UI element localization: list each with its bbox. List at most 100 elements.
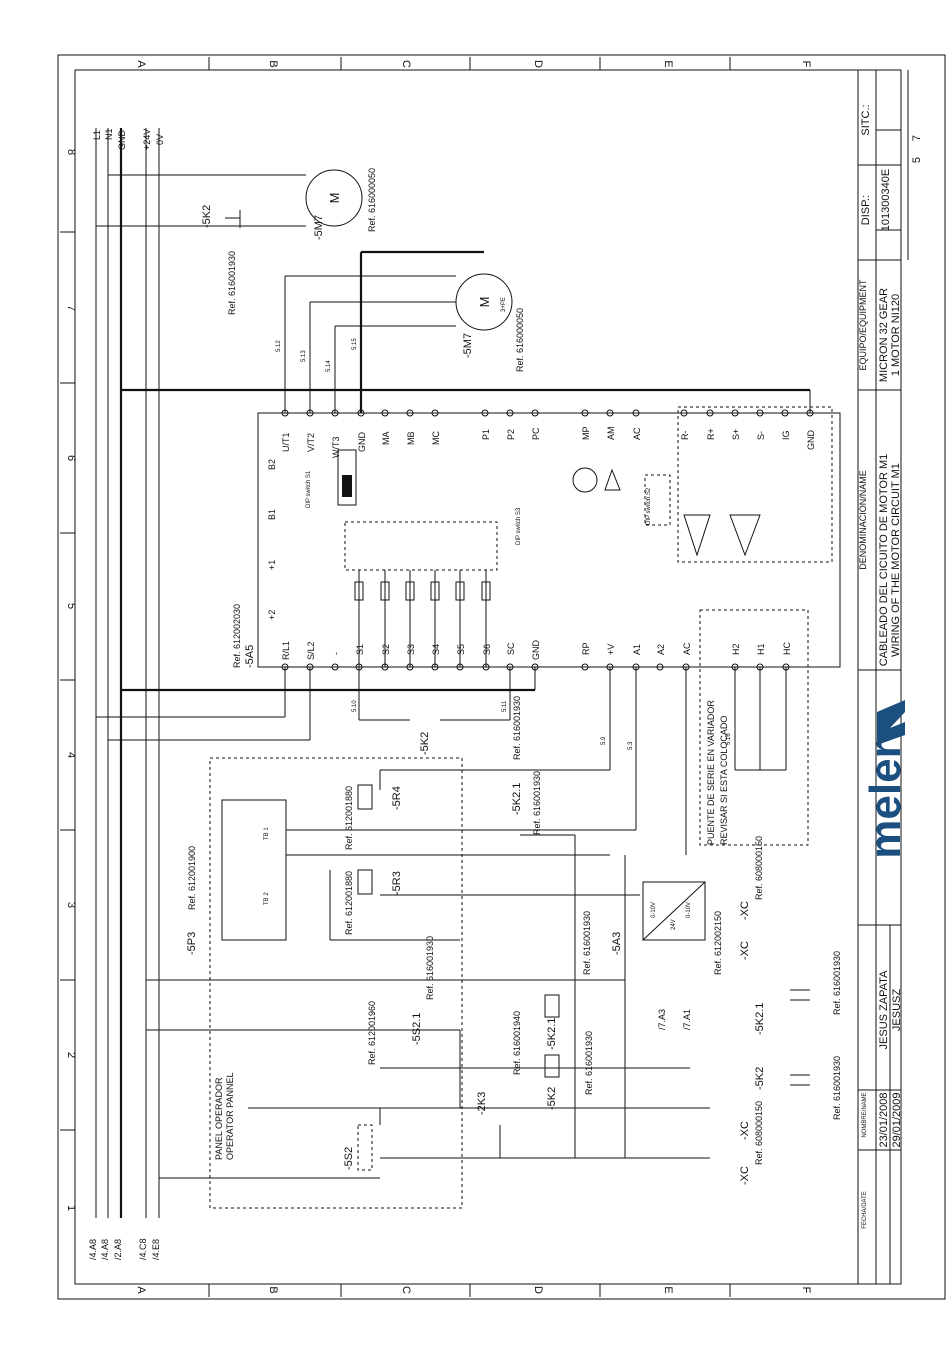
sheet-number: 5: [911, 157, 923, 163]
cont-ref-1: Ref. 616001930: [832, 951, 842, 1015]
svg-text:H2: H2: [731, 643, 741, 655]
svg-text:B1: B1: [267, 509, 277, 520]
svg-text:5.11: 5.11: [502, 700, 508, 712]
k21-c-label: -5K2.1: [754, 1003, 766, 1035]
svg-text:IG: IG: [781, 430, 791, 440]
p3-ref: Ref. 612001900: [187, 846, 197, 910]
panel-label-es: PANEL OPERADOR: [214, 1077, 224, 1160]
operator-panel: TB 1 TB 2 -5P3 Ref. 612001900 PANEL OPER…: [159, 757, 640, 1209]
row-8: 8: [65, 149, 77, 155]
col-d-bottom: D: [532, 1286, 544, 1294]
svg-text:RP: RP: [581, 642, 591, 655]
svg-text:GND: GND: [531, 640, 541, 661]
svg-text:S+: S+: [731, 429, 741, 440]
k2-a-label: -5K2: [201, 205, 213, 228]
k2-c-ref: Ref. 616001930: [584, 1031, 594, 1095]
col-a-bottom: A: [135, 1286, 147, 1294]
k21-b-label: -5K2.1: [546, 1018, 558, 1050]
reference-number: 101300340E: [880, 169, 892, 231]
bus-ref-1: /4.A8: [88, 1239, 98, 1260]
inner-frame: [74, 69, 902, 1285]
bus-label-gnd: GND: [117, 130, 127, 151]
dip-switch-s1: DIP switch S1: [306, 470, 312, 508]
equipment-header: EQUIPO/EQUIPMENT: [858, 279, 868, 371]
motor-5m7-label: -5M7: [313, 215, 325, 240]
svg-text:R/L1: R/L1: [281, 641, 291, 660]
col-f-bottom: F: [800, 1287, 812, 1294]
xc-bot-1: -XC: [739, 1166, 751, 1185]
svg-text:0-10V: 0-10V: [686, 902, 692, 918]
row-2: 2: [65, 1052, 77, 1058]
svg-text:H1: H1: [756, 643, 766, 655]
svg-text:5.9: 5.9: [601, 736, 607, 745]
svg-text:MB: MB: [406, 432, 416, 446]
cont-ref-2: Ref. 616001930: [832, 1056, 842, 1120]
svg-text:AC: AC: [682, 642, 692, 655]
svg-text:TB 2: TB 2: [264, 892, 270, 905]
svg-text:AM: AM: [606, 427, 616, 441]
s21-ref2: Ref. 616001930: [425, 936, 435, 1000]
cross-ref-a3: /7.A3: [657, 1009, 667, 1030]
col-a-top: A: [135, 60, 147, 68]
svg-text:U/T1: U/T1: [281, 432, 291, 452]
supply-wiring: -5K2 Ref. 616001930 5.10 5.11 5.9 5.3 5.…: [96, 667, 787, 855]
inverter-bottom-terminals: R/L1 S/L2 - S1 S2 S3 S4 S5 S6 SC GND RP …: [281, 640, 792, 671]
a3-converter: [642, 881, 706, 941]
svg-text:A2: A2: [656, 644, 666, 655]
svg-text:5.15: 5.15: [352, 338, 358, 350]
sheets-total: 7: [911, 135, 923, 141]
svg-text:5.12: 5.12: [276, 340, 282, 352]
drawn-name: JESUS ZAPATA: [878, 970, 890, 1050]
svg-text:meler: meler: [861, 741, 910, 858]
svg-text:+1: +1: [267, 560, 277, 570]
r4-ref: Ref. 612001880: [344, 786, 354, 850]
denomination-en: WIRING OF THE MOTOR CIRCUIT M1: [890, 463, 902, 657]
col-d-top: D: [532, 60, 544, 68]
svg-text:M: M: [327, 193, 342, 204]
svg-text:W/T3: W/T3: [331, 437, 341, 459]
k21-b-ref: Ref. 616001940: [512, 1011, 522, 1075]
r3-label: -5R3: [391, 871, 403, 895]
equipment-line2: 1 MOTOR NI120: [890, 294, 902, 376]
svg-text:MP: MP: [581, 427, 591, 441]
row-5: 5: [65, 603, 77, 609]
svg-text:24V: 24V: [671, 919, 677, 930]
motor-5m7-ref: Ref. 616000050: [367, 168, 377, 232]
dip-switch-s3: DIP switch S3: [516, 507, 522, 545]
k2-c-label: -5K2: [546, 1087, 558, 1110]
a3-ref2: Ref. 612002150: [713, 911, 723, 975]
svg-text:S1: S1: [355, 644, 365, 655]
svg-text:S5: S5: [456, 644, 466, 655]
k2-b-label: -5K2: [419, 732, 431, 755]
bus-ref-3: /2.A8: [113, 1239, 123, 1260]
fan-motor: M -5M7 Ref. 616000050 -5K2 Ref. 61600193…: [96, 168, 377, 315]
bus-label-l1: L1: [92, 130, 102, 140]
title-block: DENOMINACIÓN/NAME CABLEADO DEL CICUITO D…: [857, 70, 923, 1284]
inverter-5a5: -5A5 Ref. 612002030 B2 U/T1 V/T2 W/T3 GN…: [232, 406, 841, 846]
inverter-ref: Ref. 612002030: [232, 604, 242, 668]
bus-ref-2: /4.A8: [100, 1239, 110, 1260]
bus-ref-4: /4.C8: [138, 1238, 148, 1260]
svg-text:B2: B2: [267, 459, 277, 470]
svg-text:SC: SC: [506, 642, 516, 655]
column-markers: A B C D E F A B C D E F: [75, 57, 901, 1297]
svg-text:5.16: 5.16: [726, 733, 732, 745]
motor-main-ref: Ref. 616000050: [515, 308, 525, 372]
svg-text:S3: S3: [406, 644, 416, 655]
panel-label-en: OPERATOR PANNEL: [225, 1072, 235, 1160]
denomination-header: DENOMINACIÓN/NAME: [858, 470, 868, 570]
svg-text:R+: R+: [706, 428, 716, 440]
svg-text:-: -: [331, 652, 341, 655]
inverter-label: -5A5: [244, 645, 256, 668]
svg-text:MA: MA: [381, 432, 391, 446]
r3-ref: Ref. 612001880: [344, 871, 354, 935]
s21-label: -5S2.1: [411, 1013, 423, 1045]
col-e-top: E: [662, 60, 674, 67]
s21-ref: Ref. 612001960: [367, 1001, 377, 1065]
row-markers: 8 7 6 5 4 3 2 1: [60, 149, 77, 1211]
name-header: NOMBRE/NAME: [862, 1092, 868, 1137]
svg-text:S6: S6: [482, 644, 492, 655]
svg-text:A1: A1: [632, 644, 642, 655]
col-e-bottom: E: [662, 1286, 674, 1293]
svg-text:HC: HC: [782, 642, 792, 655]
